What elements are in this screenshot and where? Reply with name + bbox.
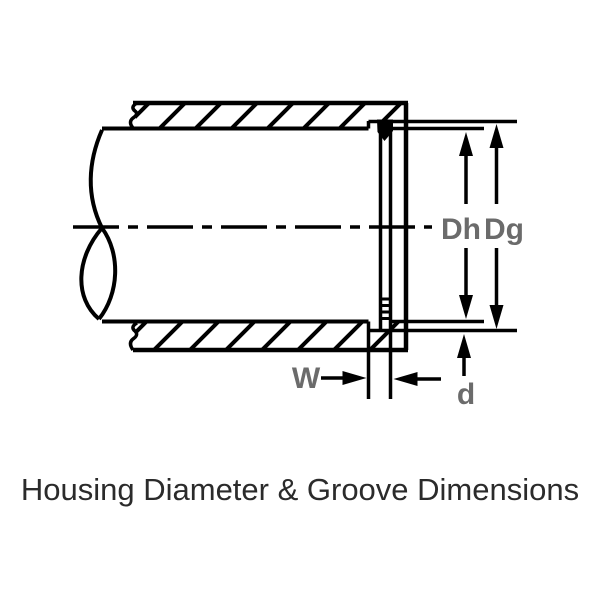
groove-width-label: W: [292, 362, 321, 395]
housing-section-walls: [136, 104, 406, 349]
ring-groove: [366, 119, 517, 399]
housing-diameter-label: Dh: [441, 213, 481, 246]
bore-break-line: [79, 129, 118, 321]
break-upper-arc: [88, 129, 104, 229]
groove-diameter-label: Dg: [484, 213, 524, 246]
ring-lug: [377, 119, 393, 141]
top-wall-hatch: [136, 104, 406, 128]
ring-hidden-dashes: [382, 297, 389, 320]
dh-dimension: [459, 132, 473, 319]
d-dimension: [457, 334, 471, 376]
d-arrowhead-up-icon: [457, 334, 471, 358]
dh-arrowhead-down-icon: [459, 295, 473, 319]
w-arrowhead-right-icon: [342, 371, 367, 385]
bottom-wall-break-edge: [128, 321, 139, 352]
break-loop-left: [79, 226, 104, 321]
dg-dimension: [489, 124, 504, 329]
bottom-wall-hatch: [136, 323, 406, 349]
retaining-ring: [377, 119, 393, 399]
dg-arrowhead-up-icon: [489, 124, 504, 148]
dh-arrowhead-up-icon: [459, 132, 473, 156]
groove-depth-label: d: [457, 378, 475, 411]
diagram-title: Housing Diameter & Groove Dimensions: [21, 472, 579, 507]
top-wall-break-edge: [128, 101, 139, 130]
dg-arrowhead-down-icon: [489, 305, 504, 329]
w-dimension: [321, 371, 441, 386]
w-arrowhead-left-icon: [393, 372, 418, 386]
break-loop-right: [97, 226, 118, 321]
